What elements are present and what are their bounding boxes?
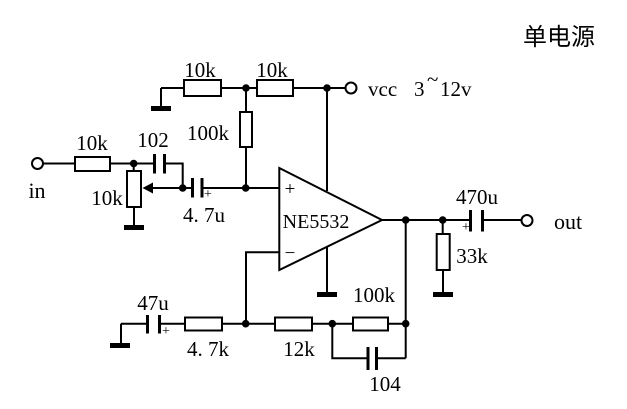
junction-dot (178, 184, 187, 192)
input-label: in (28, 178, 45, 203)
input-terminal (31, 157, 44, 170)
output-network: 33k + 470u out (382, 185, 582, 297)
potentiometer-value: 10k (91, 186, 123, 210)
wire (331, 323, 368, 360)
capacitor-couple-value: 4. 7u (183, 203, 226, 227)
resistor-feedback-value: 100k (353, 283, 396, 307)
input-network: in 10k 102 10k + 4. 7u (28, 128, 279, 230)
resistor-input (74, 156, 111, 172)
junction-dot (241, 184, 250, 192)
capacitor-couple-polarity: + (204, 187, 212, 202)
feedback-network: + 47u 4. 7k 12k 100k 104 (110, 220, 410, 396)
capacitor-output-polarity: + (462, 220, 470, 235)
potentiometer-wiper-arrow (142, 182, 153, 194)
resistor-top-left-value: 10k (184, 58, 216, 82)
resistor-bias-100k (239, 111, 253, 148)
resistor-gain-b (274, 316, 313, 332)
bias-network: 10k 10k vcc 3 ~ 12v 100k (151, 58, 472, 191)
resistor-load-value: 33k (456, 244, 488, 268)
resistor-input-value: 10k (76, 131, 108, 155)
vcc-voltage-min: 3 (414, 77, 425, 101)
output-label: out (554, 209, 582, 234)
opamp-part-number: NE5532 (283, 211, 350, 233)
opamp-noninverting-label: + (285, 179, 296, 200)
vcc-terminal (344, 81, 358, 95)
ground-symbol-opamp (317, 292, 337, 297)
junction-dot (241, 319, 250, 328)
resistor-gain-a (184, 316, 223, 332)
potentiometer-body (126, 170, 142, 208)
schematic-title: 单电源 (523, 24, 595, 51)
vcc-voltage-max: 12v (440, 77, 472, 101)
resistor-load (435, 233, 451, 271)
resistor-feedback (352, 316, 389, 332)
resistor-top-right-value: 10k (256, 58, 288, 82)
resistor-gain-a-value: 4. 7k (187, 337, 230, 361)
opamp: + − NE5532 (245, 166, 385, 324)
wire-inverting-input (245, 251, 280, 324)
opamp-triangle (278, 166, 385, 272)
ground-symbol-bottom (110, 343, 130, 348)
resistor-bias-value: 100k (187, 121, 230, 145)
capacitor-102-value: 102 (137, 128, 169, 152)
opamp-inverting-label: − (285, 243, 296, 264)
vcc-tilde: ~ (427, 67, 438, 91)
vcc-label: vcc (368, 77, 397, 101)
capacitor-gain-value: 47u (137, 291, 169, 315)
ground-symbol-top-left (151, 106, 171, 111)
capacitor-feedback-value: 104 (369, 372, 401, 396)
output-terminal (520, 214, 534, 227)
ground-symbol-pot (124, 225, 144, 230)
capacitor-gain-polarity: + (162, 324, 170, 339)
resistor-top-left (183, 79, 222, 97)
resistor-gain-b-value: 12k (283, 337, 315, 361)
capacitor-output-value: 470u (456, 185, 499, 209)
ground-symbol-load (433, 292, 453, 297)
wire (164, 162, 184, 188)
resistor-top-right (256, 79, 294, 97)
